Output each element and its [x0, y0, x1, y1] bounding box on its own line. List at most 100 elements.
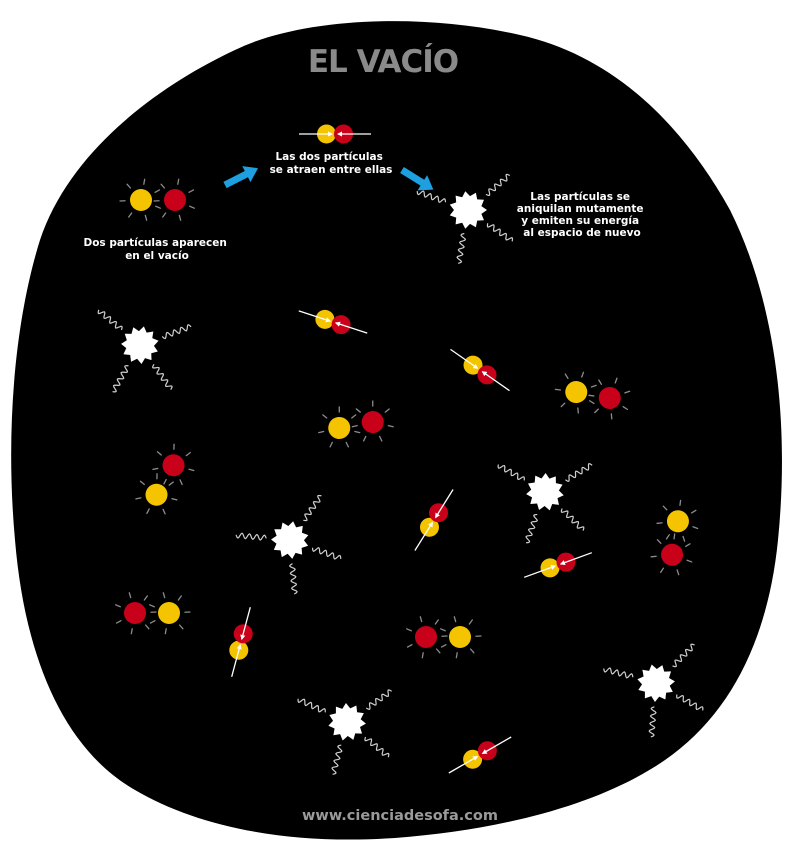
glow-ray: [435, 648, 441, 654]
red-particle: [361, 411, 384, 434]
glow-ray: [656, 522, 663, 524]
energy-wave: [676, 694, 704, 711]
energy-flash: [637, 664, 675, 702]
glow-ray: [128, 212, 133, 218]
glow-ray: [650, 555, 657, 558]
glow-ray: [178, 214, 182, 221]
glow-ray: [144, 214, 148, 221]
glow-ray: [115, 619, 122, 624]
energy-wave: [364, 736, 390, 758]
particle-pair: [318, 400, 394, 448]
yellow-particle: [565, 381, 588, 404]
red-particle: [598, 386, 621, 409]
attraction-arrow: [298, 310, 332, 323]
annihilation-burst: [297, 689, 392, 775]
website-footer: www.cienciadesofa.com: [302, 808, 498, 824]
glow-ray: [171, 498, 178, 501]
attraction-arrow: [231, 643, 242, 677]
step-arrow: [223, 166, 258, 189]
glow-ray: [656, 539, 662, 544]
attraction-arrow: [523, 565, 557, 578]
glow-ray: [440, 628, 446, 632]
energy-flash: [328, 703, 366, 741]
glow-ray: [440, 643, 447, 648]
attracting-pair: [450, 348, 510, 392]
energy-wave: [152, 364, 173, 390]
glow-ray: [453, 616, 457, 623]
step-caption-annihilate: Las partículas se aniquilan mutamente y …: [517, 191, 647, 239]
glow-ray: [372, 400, 374, 407]
particle-pairs: [115, 178, 699, 659]
particle-pair: [119, 178, 195, 221]
glow-ray: [177, 178, 180, 185]
particle-pair: [135, 443, 195, 515]
glow-ray: [686, 559, 693, 563]
glow-ray: [188, 189, 195, 194]
glow-ray: [659, 567, 665, 574]
glow-ray: [581, 371, 585, 378]
energy-wave: [235, 532, 267, 541]
attraction-arrow: [240, 607, 251, 641]
glow-ray: [318, 430, 325, 434]
attracting-pair: [229, 607, 253, 677]
glow-ray: [622, 405, 629, 411]
diagram-title: EL VACÍO: [308, 44, 458, 80]
energy-flash: [121, 326, 159, 364]
glow-ray: [189, 205, 195, 209]
glow-ray: [163, 478, 167, 485]
glow-ray: [130, 628, 133, 635]
attracting-pair: [414, 489, 454, 551]
glow-ray: [143, 178, 146, 185]
glow-ray: [351, 414, 357, 419]
glow-ray: [149, 619, 156, 624]
glow-ray: [690, 509, 697, 514]
glow-ray: [177, 595, 182, 601]
energy-wave: [297, 698, 326, 713]
red-particle: [661, 543, 684, 566]
glow-ray: [139, 480, 145, 486]
attracting-pair: [299, 124, 371, 144]
red-particle: [415, 626, 437, 648]
glow-ray: [329, 441, 333, 448]
attraction-arrow: [334, 321, 368, 334]
glow-ray: [154, 189, 161, 194]
glow-ray: [676, 569, 680, 576]
yellow-particle: [158, 602, 180, 624]
step-arrow: [400, 167, 434, 191]
glow-ray: [173, 443, 175, 450]
glow-ray: [115, 604, 121, 608]
energy-wave: [416, 190, 447, 203]
energy-wave: [289, 563, 298, 595]
glow-ray: [590, 384, 597, 388]
glow-ray: [554, 388, 562, 391]
glow-ray: [560, 402, 566, 408]
glow-ray: [624, 390, 631, 394]
energy-wave: [311, 547, 342, 560]
glow-ray: [143, 595, 148, 601]
glow-ray: [421, 652, 424, 659]
glow-ray: [598, 379, 603, 385]
glow-ray: [589, 400, 595, 405]
step-caption-appear: Dos partículas aparecen en el vacío: [84, 237, 231, 262]
glow-ray: [164, 628, 167, 635]
yellow-particle: [449, 626, 471, 648]
glow-ray: [384, 408, 390, 413]
red-particle: [124, 602, 146, 624]
energy-wave: [366, 689, 392, 710]
glow-ray: [162, 592, 166, 599]
glow-ray: [162, 508, 166, 515]
glow-ray: [126, 183, 132, 189]
yellow-particle: [328, 416, 351, 439]
glow-ray: [379, 435, 383, 442]
energy-flash: [271, 521, 309, 559]
glow-ray: [665, 534, 670, 540]
step-caption-attract: Las dos partículas se atraen entre ellas: [270, 151, 393, 176]
energy-wave: [486, 223, 514, 242]
energy-wave: [456, 233, 467, 264]
energy-flash: [526, 473, 564, 511]
glow-ray: [156, 451, 162, 456]
glow-ray: [419, 616, 423, 623]
glow-ray: [135, 497, 142, 500]
